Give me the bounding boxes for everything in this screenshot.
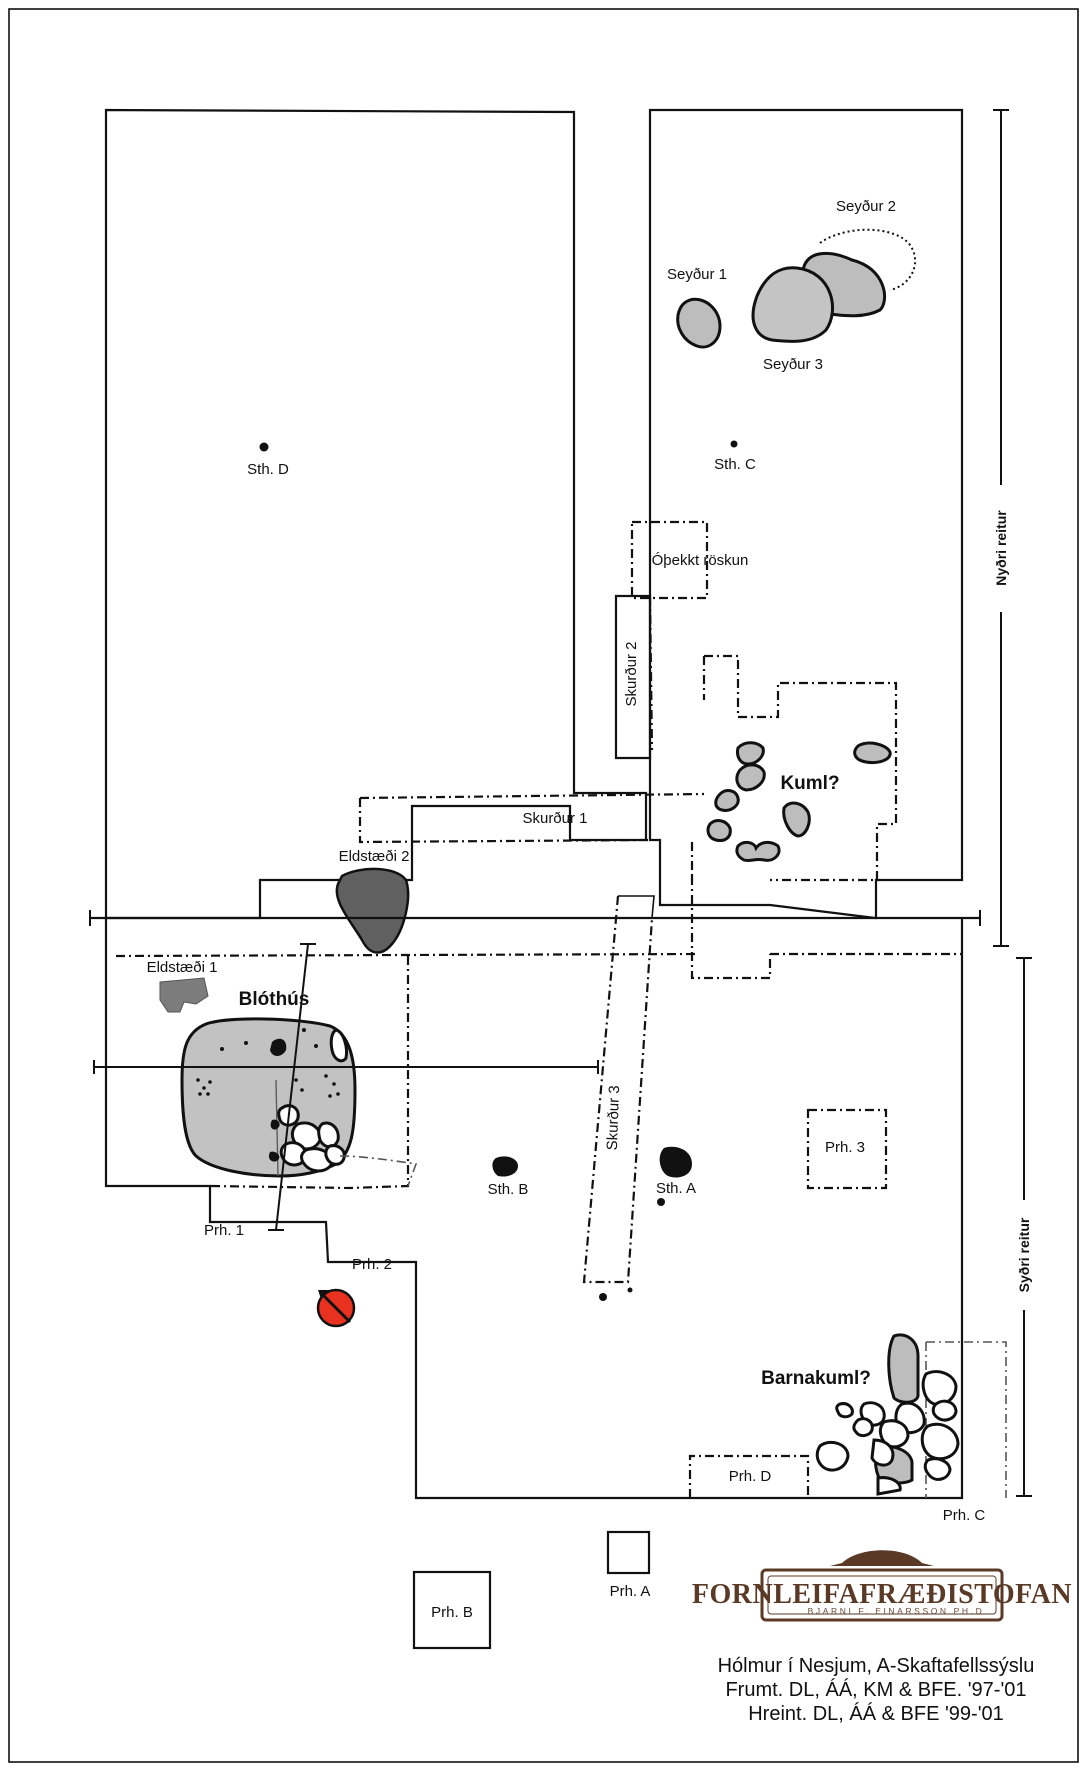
northeast-trench xyxy=(648,108,964,920)
prh-c-label: Prh. C xyxy=(943,1507,986,1524)
barnakuml: Barnakuml? xyxy=(761,1333,1007,1498)
skurdur-3-label: Skurður 3 xyxy=(604,1085,623,1151)
eldstaedi-1: Eldstæði 1 xyxy=(147,959,218,1013)
red-circle-slash-marker-icon xyxy=(316,1288,356,1328)
kuml-label: Kuml? xyxy=(780,773,839,794)
south-dashed-boundary xyxy=(115,876,962,1190)
fornleifafraedistofan-logo: FORNLEIFAFRÆÐISTOFAN BJARNI F. EINARSSON… xyxy=(692,1550,1072,1622)
south-trench xyxy=(104,918,964,1500)
seydur-3: Seyður 3 xyxy=(751,266,835,373)
skurdur-1: Skurður 1 xyxy=(358,792,705,876)
sth-a-post xyxy=(659,1146,692,1178)
seydur-3-label: Seyður 3 xyxy=(763,356,823,373)
logo-subtitle: BJARNI F. EINARSSON PH.D xyxy=(808,1606,985,1616)
eldstaedi-2: Eldstæði 2 xyxy=(335,848,410,954)
prh-3-label: Prh. 3 xyxy=(825,1139,865,1156)
prh-3: Prh. 3 xyxy=(806,1108,888,1190)
opekkt-roskun: Óþekkt röskun xyxy=(630,520,749,600)
skurdur-2: Skurður 2 xyxy=(614,594,654,760)
prh-d-label: Prh. D xyxy=(729,1468,772,1485)
south-zone-bracket: Syðri reitur xyxy=(1016,957,1032,1497)
caption-line-1: Hólmur í Nesjum, A-Skaftafellssýslu xyxy=(718,1655,1035,1677)
eldstaedi-1-label: Eldstæði 1 xyxy=(147,959,218,976)
skurdur-3-point-1 xyxy=(599,1293,607,1301)
sth-d-label: Sth. D xyxy=(247,461,289,478)
caption-line-2: Frumt. DL, ÁÁ, KM & BFE. '97-'01 xyxy=(725,1678,1026,1701)
section-lines-blothus xyxy=(93,943,599,1231)
north-zone-label: Nyðri reitur xyxy=(993,510,1009,586)
south-zone-label: Syðri reitur xyxy=(1016,1217,1032,1292)
kuml-area: Kuml? xyxy=(702,654,898,882)
prh-a: Prh. A xyxy=(606,1530,651,1600)
blothus: Blóthús xyxy=(180,989,418,1187)
page-border xyxy=(8,8,1079,1763)
logo-name: FORNLEIFAFRÆÐISTOFAN xyxy=(692,1579,1072,1610)
sth-b-label: Sth. B xyxy=(488,1181,529,1198)
sth-a-point xyxy=(657,1198,665,1206)
sth-a-label: Sth. A xyxy=(656,1180,696,1197)
north-zone-bracket: Nyðri reitur xyxy=(993,109,1009,947)
logo-roof-icon xyxy=(830,1550,934,1566)
blothus-label: Blóthús xyxy=(239,989,310,1010)
seydur-1: Seyður 1 xyxy=(667,266,727,349)
opekkt-label: Óþekkt röskun xyxy=(652,552,749,569)
sth-d-point xyxy=(259,442,269,452)
barnakuml-label: Barnakuml? xyxy=(761,1368,871,1389)
seydur-2: Seyður 2 xyxy=(800,198,917,318)
prh-d: Prh. D xyxy=(688,1454,810,1498)
caption-line-3: Hreint. DL, ÁÁ & BFE '99-'01 xyxy=(748,1702,1004,1725)
prh-2-label: Prh. 2 xyxy=(352,1256,392,1273)
skurdur-2-label: Skurður 2 xyxy=(623,641,640,706)
northwest-trench xyxy=(104,108,648,920)
sth-c-point xyxy=(730,440,738,448)
section-line-ew xyxy=(89,910,981,926)
sth-b-post xyxy=(492,1156,518,1177)
prh-b-label: Prh. B xyxy=(431,1604,473,1621)
prh-b: Prh. B xyxy=(412,1570,492,1650)
prh-1-label: Prh. 1 xyxy=(204,1222,244,1239)
skurdur-1-label: Skurður 1 xyxy=(522,810,587,827)
skurdur-3: Skurður 3 xyxy=(582,895,655,1284)
skurdur-3-point-2 xyxy=(627,1287,633,1293)
seydur-2-label: Seyður 2 xyxy=(836,198,896,215)
seydur-1-label: Seyður 1 xyxy=(667,266,727,283)
eldstaedi-2-label: Eldstæði 2 xyxy=(339,848,410,865)
prh-a-label: Prh. A xyxy=(610,1583,651,1600)
sth-c-label: Sth. C xyxy=(714,456,756,473)
